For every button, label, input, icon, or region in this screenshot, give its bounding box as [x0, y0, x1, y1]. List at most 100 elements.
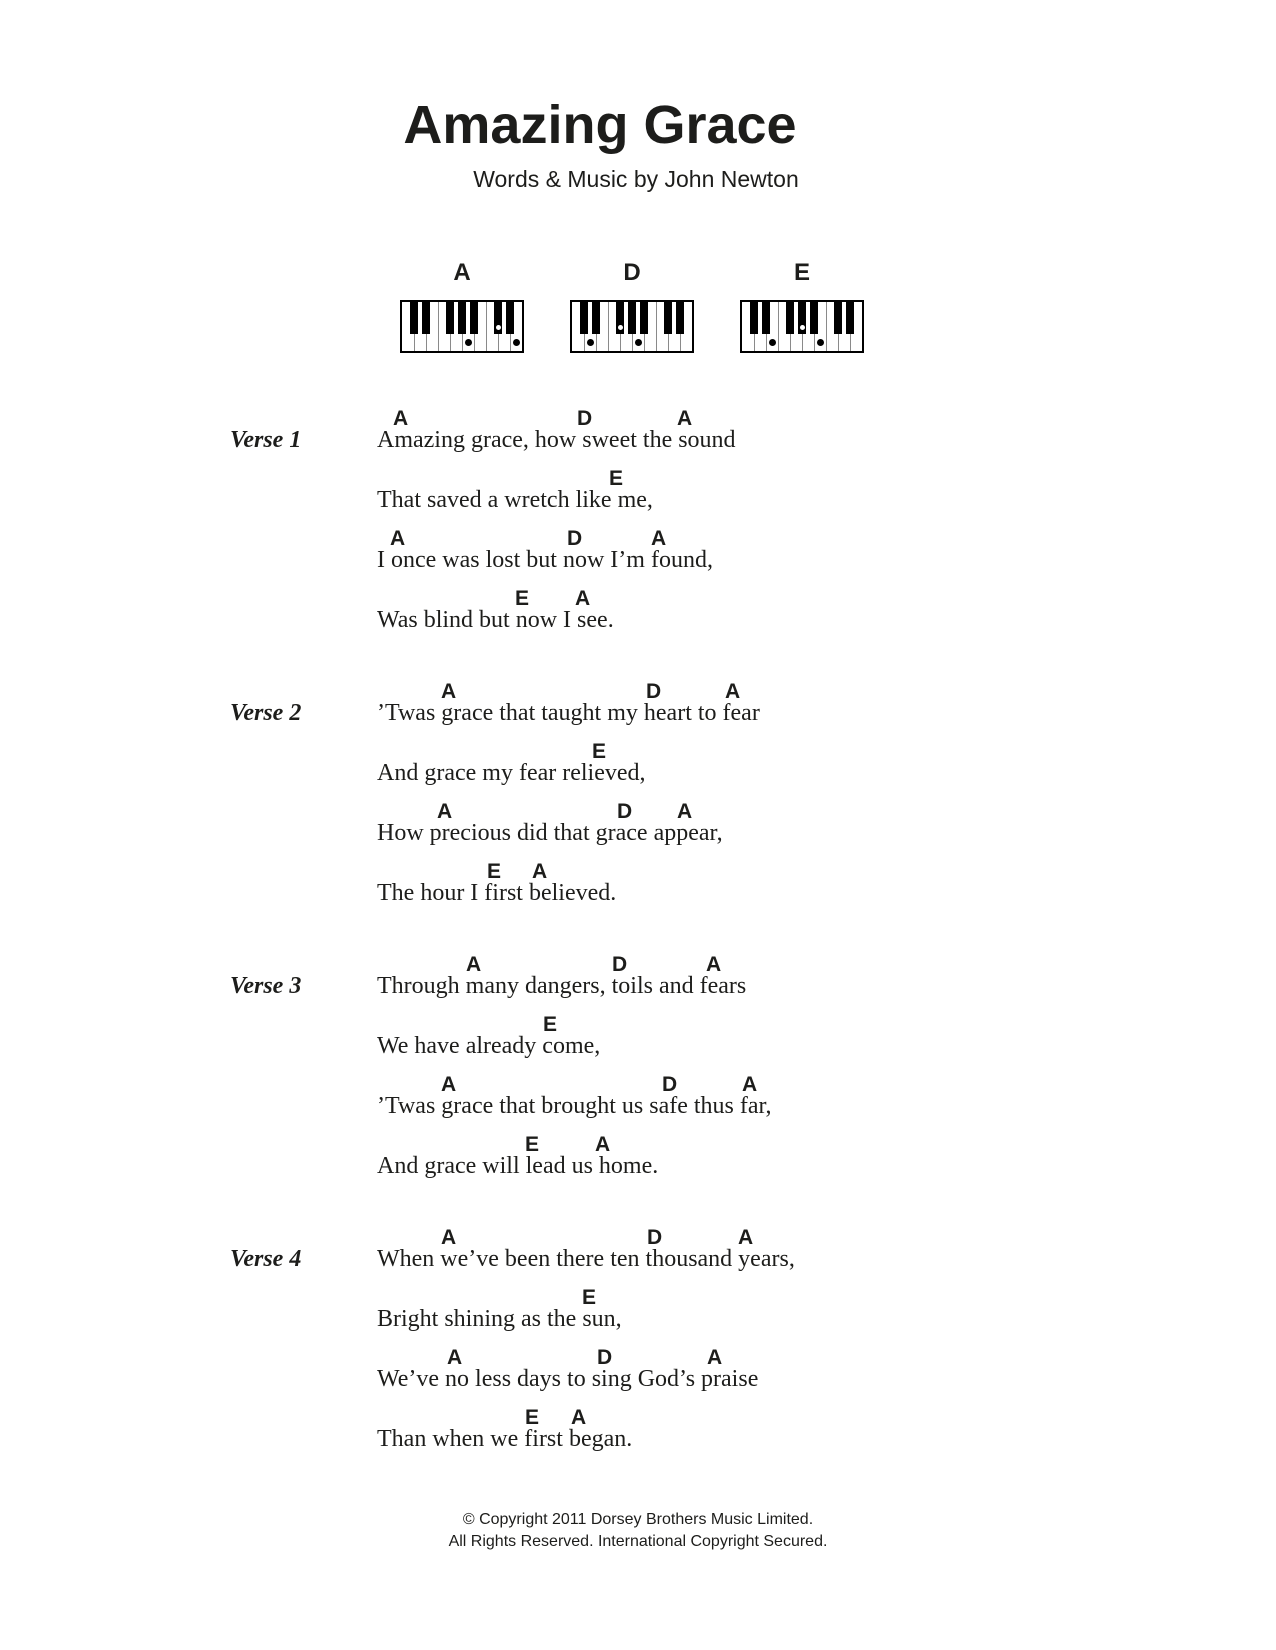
- black-key: [676, 302, 684, 334]
- lyric-text: And grace my fear relieved,: [377, 760, 646, 786]
- chord-symbol: A: [707, 1346, 723, 1369]
- chord-symbol: E: [525, 1133, 540, 1156]
- chord-diagram-label: A: [453, 259, 471, 286]
- lyric-text: We’ve no less days to sing God’s praise: [377, 1366, 759, 1392]
- chord-symbol: A: [466, 953, 482, 976]
- black-key: [810, 302, 818, 334]
- finger-dot: [799, 325, 805, 330]
- chord-symbol: D: [662, 1073, 678, 1096]
- chord-symbol: A: [441, 1226, 457, 1249]
- chord-symbol: E: [525, 1406, 540, 1429]
- chord-symbol: A: [575, 587, 591, 610]
- chord-diagram-label: E: [793, 259, 810, 286]
- lyric-text: Amazing grace, how sweet the sound: [377, 427, 736, 453]
- song-subtitle: Words & Music by John Newton: [473, 166, 799, 192]
- chord-symbol: A: [390, 527, 406, 550]
- black-key: [762, 302, 770, 334]
- black-key: [664, 302, 672, 334]
- black-key: [592, 302, 600, 334]
- finger-dot: [816, 339, 824, 346]
- white-key-separator: [608, 302, 609, 351]
- black-key: [494, 302, 502, 334]
- chord-symbol: A: [725, 680, 741, 703]
- black-key: [834, 302, 842, 334]
- chord-symbol: A: [677, 800, 693, 823]
- finger-dot: [634, 339, 642, 346]
- song-title: Amazing Grace: [403, 95, 797, 155]
- finger-dot: [495, 325, 501, 330]
- black-key: [798, 302, 806, 334]
- black-key: [580, 302, 588, 334]
- verse-label: Verse 4: [230, 1246, 302, 1272]
- piano-keyboard: [740, 300, 864, 353]
- chord-symbol: D: [647, 1226, 663, 1249]
- white-key-separator: [438, 302, 439, 351]
- chord-symbol: A: [742, 1073, 758, 1096]
- black-key: [616, 302, 624, 334]
- chord-symbol: A: [738, 1226, 754, 1249]
- verse-label: Verse 2: [230, 700, 302, 726]
- chord-symbol: E: [543, 1013, 558, 1036]
- chord-symbol: A: [393, 407, 409, 430]
- chord-symbol: A: [532, 860, 548, 883]
- lyric-text: We have already come,: [377, 1033, 601, 1059]
- finger-dot: [768, 339, 776, 346]
- chord-symbol: A: [677, 407, 693, 430]
- chord-symbol: D: [567, 527, 583, 550]
- chord-symbol: D: [597, 1346, 613, 1369]
- chord-symbol: A: [706, 953, 722, 976]
- black-key: [470, 302, 478, 334]
- lyric-text: Through many dangers, toils and fears: [377, 973, 747, 999]
- chord-symbol: A: [571, 1406, 587, 1429]
- lyric-text: ’Twas grace that taught my heart to fear: [377, 700, 760, 726]
- lyric-text: Bright shining as the sun,: [377, 1306, 622, 1332]
- finger-dot: [586, 339, 594, 346]
- black-key: [786, 302, 794, 334]
- verse-label: Verse 3: [230, 973, 302, 999]
- piano-chord-diagram: A: [400, 260, 524, 353]
- chord-symbol: A: [441, 1073, 457, 1096]
- chord-symbol: A: [447, 1346, 463, 1369]
- piano-chord-diagram: E: [740, 260, 864, 353]
- black-key: [846, 302, 854, 334]
- piano-chord-diagram: D: [570, 260, 694, 353]
- chord-symbol: A: [441, 680, 457, 703]
- lyric-text: Than when we first began.: [377, 1426, 633, 1452]
- chord-symbol: E: [592, 740, 607, 763]
- copyright-line: All Rights Reserved. International Copyr…: [448, 1533, 828, 1550]
- verse-label: Verse 1: [230, 427, 302, 453]
- black-key: [750, 302, 758, 334]
- chord-symbol: D: [646, 680, 662, 703]
- chord-symbol: D: [612, 953, 628, 976]
- black-key: [628, 302, 636, 334]
- chord-symbol: A: [437, 800, 453, 823]
- finger-dot: [512, 339, 520, 346]
- lyric-text: The hour I first believed.: [377, 880, 617, 906]
- chord-symbol: E: [582, 1286, 597, 1309]
- lyric-text: Was blind but now I see.: [377, 607, 614, 633]
- piano-keyboard: [400, 300, 524, 353]
- chord-symbol: A: [595, 1133, 611, 1156]
- finger-dot: [464, 339, 472, 346]
- white-key-separator: [778, 302, 779, 351]
- lyric-text: When we’ve been there ten thousand years…: [377, 1246, 795, 1272]
- chord-symbol: E: [515, 587, 530, 610]
- piano-keyboard: [570, 300, 694, 353]
- chord-symbol: D: [617, 800, 633, 823]
- chord-diagram-label: D: [623, 259, 641, 286]
- chord-symbol: D: [577, 407, 593, 430]
- black-key: [446, 302, 454, 334]
- black-key: [458, 302, 466, 334]
- chord-symbol: A: [651, 527, 667, 550]
- lyric-text: How precious did that grace appear,: [377, 820, 723, 846]
- lyric-text: That saved a wretch like me,: [377, 487, 653, 513]
- white-key-separator: [656, 302, 657, 351]
- black-key: [640, 302, 648, 334]
- chord-symbol: E: [487, 860, 502, 883]
- lyric-text: I once was lost but now I’m found,: [377, 547, 713, 573]
- black-key: [506, 302, 514, 334]
- white-key-separator: [486, 302, 487, 351]
- black-key: [422, 302, 430, 334]
- lyric-text: And grace will lead us home.: [377, 1153, 659, 1179]
